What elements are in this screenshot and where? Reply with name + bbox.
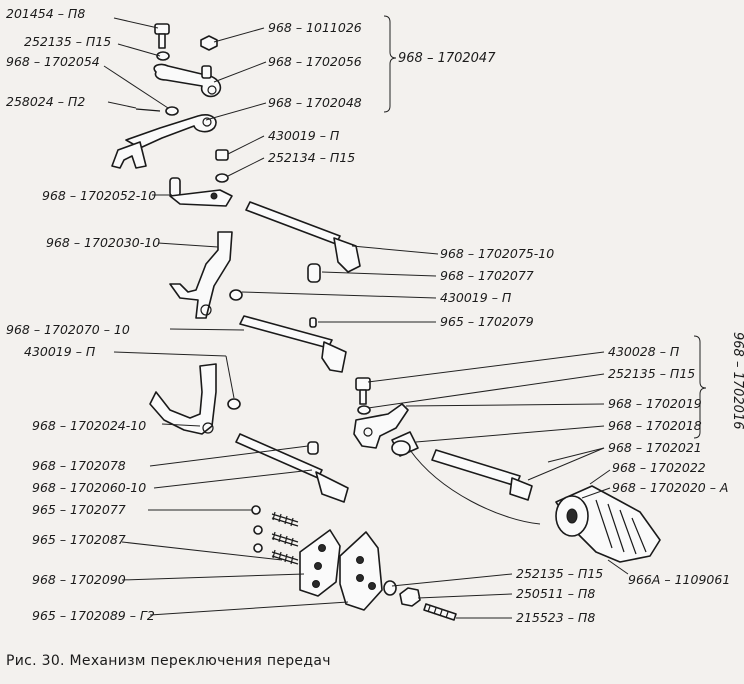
lever-1702048 [111,114,217,169]
shaft-1702021 [431,449,533,501]
lever-1702052 [169,177,233,207]
label-430019-lower: 430019 – П [24,344,96,359]
label-968-1702019: 968 – 1702019 [608,396,702,411]
label-968-1702060: 968 – 1702060-10 [32,480,146,495]
label-968-1011026: 968 – 1011026 [268,20,362,35]
plate-1702089 [339,531,383,611]
bolt-430028-shank [359,389,367,405]
bolt-201454 [154,23,170,49]
bolt-430028 [355,377,371,391]
label-215523: 215523 – П8 [516,610,595,625]
label-430019-middle: 430019 – П [440,290,512,305]
bushing-1702018 [391,431,419,457]
washer-top [156,51,170,61]
label-965-1702087: 965 – 1702087 [32,532,126,547]
pin-258024 [135,108,161,112]
label-252135-top: 252135 – П15 [24,34,111,49]
label-968-1702022: 968 – 1702022 [612,460,706,475]
label-968-1702070: 968 – 1702070 – 10 [6,322,130,337]
label-968-1702078: 968 – 1702078 [32,458,126,473]
washer-252135-lower [383,580,397,596]
label-201454: 201454 – П8 [6,6,85,21]
washer-1702054 [165,106,179,116]
ball-3 [253,543,263,553]
label-968-1702054: 968 – 1702054 [6,54,100,69]
pin-1702077 [307,263,321,283]
stud-215523 [423,603,457,621]
label-252134: 252134 – П15 [268,150,355,165]
part-labels: 201454 – П8 252135 – П15 968 – 1702054 2… [6,6,744,625]
label-252135-lower: 252135 – П15 [516,566,603,581]
label-968-1702024: 968 – 1702024-10 [32,418,146,433]
leader-lines [103,17,629,619]
label-965-1702077: 965 – 1702077 [32,502,126,517]
label-968-1702090: 968 – 1702090 [32,572,126,587]
label-968-1702077: 968 – 1702077 [440,268,534,283]
rod-1702075 [245,201,361,273]
rod-1702070 [239,315,347,373]
label-968-1702048: 968 – 1702048 [268,95,362,110]
washer-252134 [215,173,229,183]
figure-caption: Рис. 30. Механизм переключения передач [6,653,331,669]
brace-1702016 [693,335,707,439]
label-968-1702075: 968 – 1702075-10 [440,246,554,261]
pin-965-1702079 [309,317,317,328]
rod-1702060 [235,433,349,503]
bolt-430019-middle [229,289,243,301]
label-968-1702030: 968 – 1702030-10 [46,235,160,250]
label-250511: 250511 – П8 [516,586,595,601]
label-965-1702089: 965 – 1702089 – Г2 [32,608,155,623]
ball-1 [251,505,261,515]
label-968-1702020: 968 – 1702020 – А [612,480,728,495]
fork-1702030 [169,231,233,319]
brace-1702047 [383,15,397,113]
lever-1702056 [153,63,222,98]
label-430019-upper: 430019 – П [268,128,340,143]
nut-1011026 [200,35,218,51]
label-965-1702079: 965 – 1702079 [440,314,534,329]
bolt-430019-upper [215,149,229,161]
lever-1702019 [353,403,409,449]
label-968-1702047: 968 – 1702047 [398,51,496,66]
label-966a-1109061: 966А – 1109061 [628,572,730,587]
label-968-1702018: 968 – 1702018 [608,418,702,433]
ball-2 [253,525,263,535]
bolt-430019-lower [227,398,241,410]
label-258024: 258024 – П2 [6,94,85,109]
label-968-1702021: 968 – 1702021 [608,440,702,455]
label-252135-middle: 252135 – П15 [608,366,695,381]
boot-966a-1109061 [555,485,661,563]
plate-1702090 [299,529,341,597]
label-968-1702052: 968 – 1702052-10 [42,188,156,203]
label-430028: 430028 – П [608,344,680,359]
nut-250511 [399,587,421,607]
washer-252135-middle [357,405,371,415]
pin-1702078 [307,441,319,455]
springs-1702087 [271,511,299,565]
label-968-1702056: 968 – 1702056 [268,54,362,69]
fork-1702024 [149,363,217,435]
label-968-1702016: 968 – 1702016 [730,332,744,429]
